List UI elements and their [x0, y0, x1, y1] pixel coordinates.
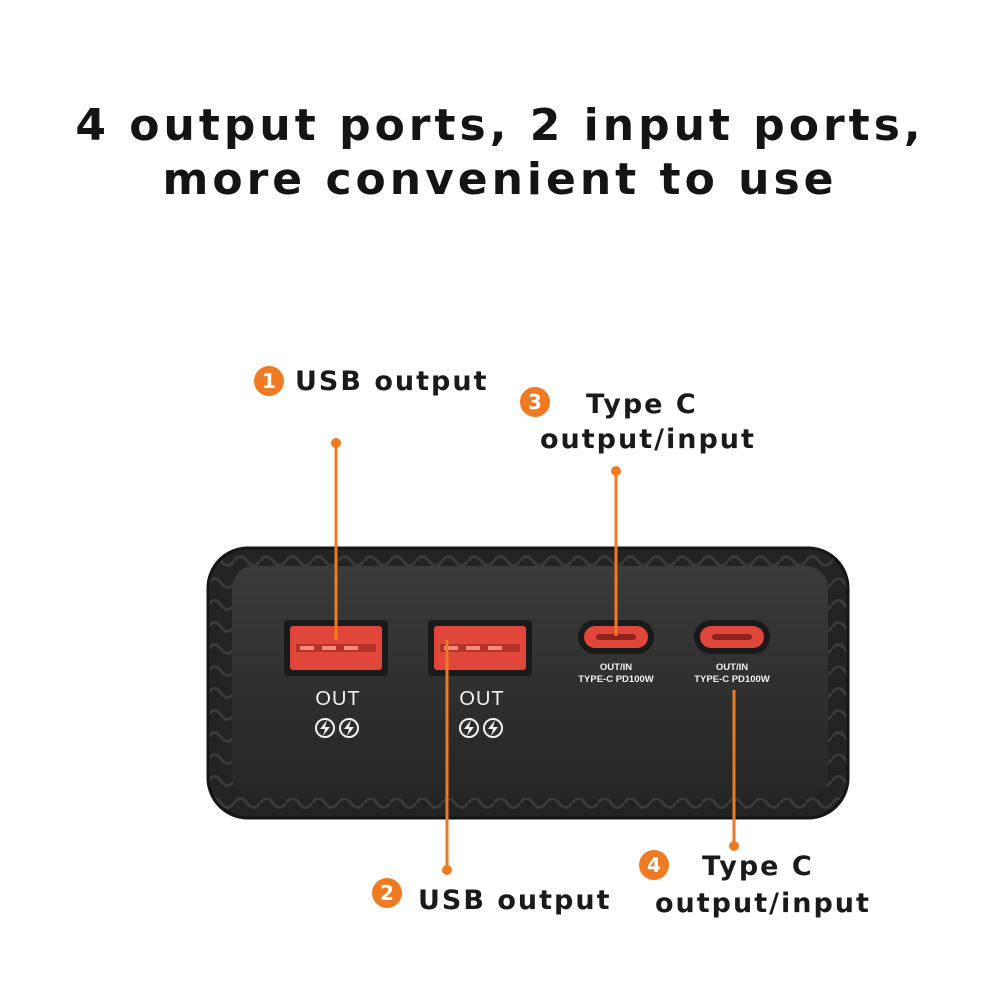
- typec-port-1-label-line2: TYPE-C PD100W: [578, 674, 654, 685]
- callout-4-line1: Type C: [702, 851, 814, 882]
- typec-port-2-label: OUT/IN TYPE-C PD100W: [676, 662, 788, 686]
- callout-1-text: USB output: [295, 366, 489, 397]
- typec-port-2-label-line2: TYPE-C PD100W: [694, 674, 770, 685]
- lightning-bolt-icon: [315, 718, 503, 738]
- typec-port-1-label-line1: OUT/IN: [599, 662, 633, 673]
- headline-line-2: more convenient to use: [162, 154, 838, 205]
- typec-port-1: [578, 620, 654, 654]
- typec-port-2: [694, 620, 770, 654]
- callout-1-badge: 1: [254, 366, 284, 396]
- usb-port-2: [428, 620, 532, 676]
- callout-4-badge: 4: [639, 850, 669, 880]
- callout-3-line1: Type C: [586, 389, 698, 420]
- typec-port-2-label-line1: OUT/IN: [715, 662, 749, 673]
- usb-port-1: [284, 620, 388, 676]
- callout-4-line2: output/input: [655, 888, 871, 919]
- callout-2-text: USB output: [418, 885, 612, 916]
- usb-port-2-label: OUT: [459, 688, 505, 710]
- lightning-bolt-icon: [320, 720, 498, 736]
- callout-3-badge: 3: [520, 387, 550, 417]
- headline-line-1: 4 output ports, 2 input ports,: [75, 100, 925, 151]
- typec-port-1-label: OUT/IN TYPE-C PD100W: [560, 662, 672, 686]
- usb-port-1-label: OUT: [315, 688, 361, 710]
- callout-3-line2: output/input: [540, 424, 756, 455]
- callout-2-badge: 2: [372, 878, 402, 908]
